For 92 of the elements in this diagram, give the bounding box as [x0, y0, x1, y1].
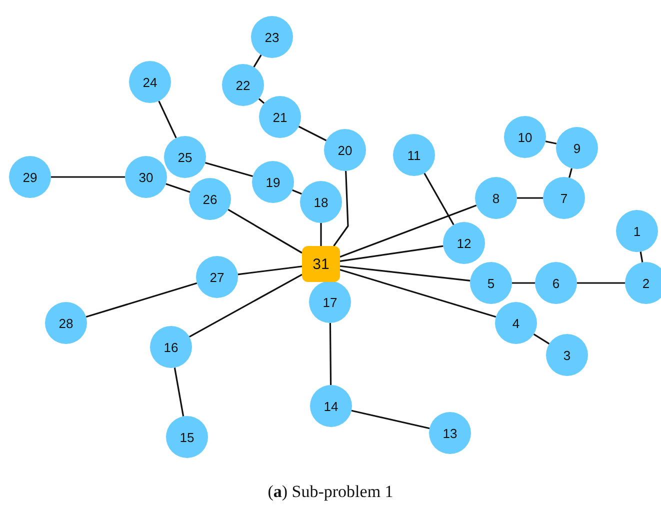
node-label: 8 [492, 190, 500, 206]
connector-line [333, 170, 349, 246]
node-label: 10 [518, 130, 532, 144]
node-label: 11 [407, 148, 421, 162]
circle-node [259, 96, 301, 138]
connector-line [258, 98, 265, 104]
node-label: 26 [202, 192, 218, 206]
node-label: 14 [324, 398, 338, 414]
circle-node [495, 302, 537, 344]
connector-line [238, 266, 302, 276]
circle-node [166, 416, 208, 458]
circle-node [625, 262, 661, 304]
node-label: 25 [178, 150, 192, 164]
connector-line [228, 208, 302, 254]
node-label: 30 [138, 170, 154, 184]
connector-line [424, 172, 454, 226]
connector-line [512, 282, 535, 284]
connector-line [533, 333, 550, 345]
connector-line [577, 282, 625, 284]
circle-node [9, 156, 51, 198]
circle-node [252, 161, 294, 203]
circle-node [324, 129, 366, 171]
node-label: 9 [573, 140, 581, 156]
circle-node [164, 136, 206, 178]
connector-line [545, 140, 557, 144]
circle-node [150, 326, 192, 368]
connector-line [253, 54, 262, 68]
connector-line [204, 162, 254, 178]
node-label: 22 [236, 78, 250, 92]
circle-node [222, 64, 264, 106]
connector-line [340, 268, 496, 318]
node-label: 17 [322, 294, 338, 310]
circle-node [543, 177, 585, 219]
node-label: 1 [633, 224, 641, 238]
connector-line [166, 183, 190, 193]
connector-line [174, 368, 184, 416]
circle-node [475, 177, 517, 219]
connector-line [329, 323, 332, 385]
circle-node [546, 334, 588, 376]
connector-line [340, 204, 477, 258]
circle-node [196, 256, 238, 298]
circle-node [556, 127, 598, 169]
node-label: 19 [266, 174, 280, 190]
circle-node [429, 412, 471, 454]
node-label: 12 [456, 236, 472, 250]
node-label: 31 [312, 256, 330, 272]
connector-line [640, 252, 644, 262]
connector-line [568, 168, 572, 178]
node-label: 23 [264, 30, 280, 44]
node-label: 28 [58, 316, 74, 330]
circle-node [470, 262, 512, 304]
circle-node [251, 16, 293, 58]
node-label: 24 [142, 74, 158, 90]
circle-node [616, 210, 658, 252]
circle-node [300, 181, 342, 223]
node-label: 20 [338, 142, 352, 158]
circle-node [504, 116, 546, 158]
connector-line [86, 282, 198, 318]
circle-node [309, 281, 351, 323]
node-label: 3 [563, 348, 571, 362]
connector-line [340, 265, 470, 282]
circle-node [125, 156, 167, 198]
connector-line [320, 223, 322, 246]
connector-line [517, 197, 543, 199]
node-label: 21 [272, 110, 288, 124]
node-label: 5 [487, 276, 495, 290]
circle-node [310, 385, 352, 427]
node-label: 15 [180, 430, 194, 444]
circle-node [129, 61, 171, 103]
node-label: 7 [560, 190, 568, 206]
circle-node [535, 262, 577, 304]
node-label: 6 [552, 276, 560, 290]
circle-node [189, 178, 231, 220]
caption: (a) Sub-problem 1 [268, 482, 394, 501]
connector-line [298, 126, 327, 142]
connector-line [292, 189, 302, 195]
connector-line [351, 410, 430, 430]
connector-line [340, 245, 444, 262]
node-label: 2 [642, 276, 650, 290]
node-label: 27 [210, 270, 224, 284]
node-label: 29 [22, 170, 38, 184]
circle-node [45, 302, 87, 344]
circle-node [393, 134, 435, 176]
connector-line [51, 176, 125, 178]
node-label: 18 [314, 194, 328, 210]
connector-line [158, 100, 177, 138]
node-label: 13 [442, 426, 458, 440]
node-label: 4 [512, 316, 520, 330]
circle-node [443, 222, 485, 264]
hub-node [302, 246, 340, 282]
connector-line [188, 274, 302, 338]
node-label: 16 [164, 340, 178, 354]
